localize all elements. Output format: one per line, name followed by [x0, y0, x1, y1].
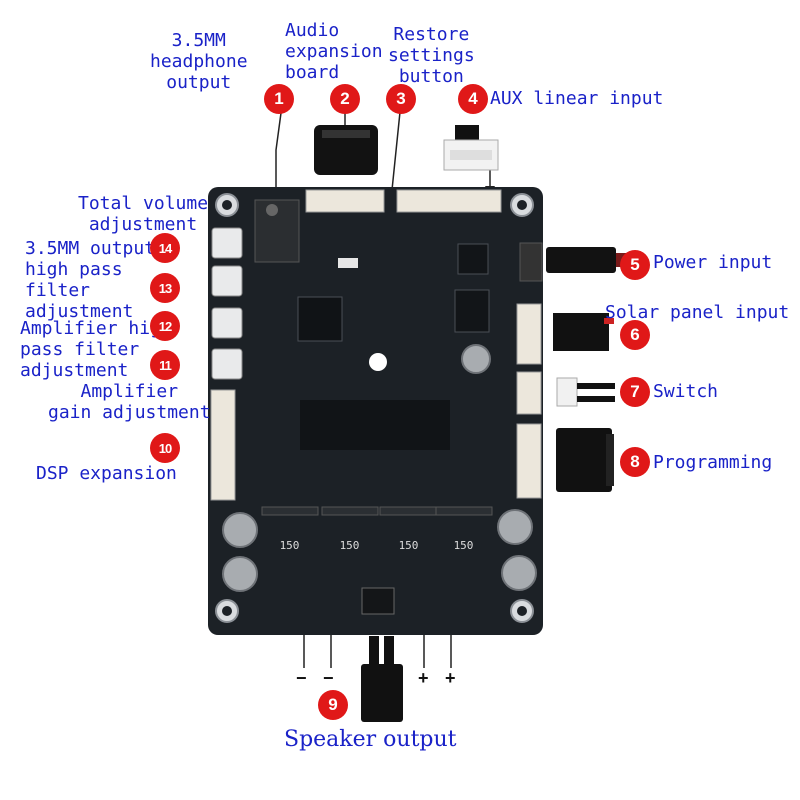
badge-1: 1: [264, 84, 294, 114]
speaker-plus-right: +: [445, 668, 456, 688]
badge-12: 12: [150, 311, 180, 341]
switch-connector: [556, 377, 615, 407]
power-connector: [546, 247, 630, 273]
badge-10: 10: [150, 433, 180, 463]
aux-connector: [443, 125, 499, 171]
label-headphone-output: 3.5MM headphone output: [150, 30, 248, 93]
label-power-input: Power input: [653, 252, 773, 273]
label-amplifier-high-pass-filter: Amplifier high pass filter adjustment: [20, 318, 172, 381]
badge-6: 6: [620, 320, 650, 350]
label-amplifier-gain-adjustment: Amplifier gain adjustment: [48, 381, 211, 423]
label-audio-expansion-board: Audio expansion board: [285, 20, 383, 83]
label-aux-linear-input: AUX linear input: [490, 88, 664, 109]
inductor-1-marking: 150: [279, 539, 300, 552]
speaker-minus-left: −: [296, 668, 307, 688]
speaker-connector: [361, 636, 403, 722]
label-total-volume-adjustment: Total volume adjustment: [78, 193, 209, 235]
inductor-3-marking: 150: [398, 539, 419, 552]
label-switch: Switch: [653, 381, 719, 402]
label-dsp-expansion: DSP expansion: [36, 463, 177, 484]
badge-7: 7: [620, 377, 650, 407]
badge-2: 2: [330, 84, 360, 114]
badge-3: 3: [386, 84, 416, 114]
label-output-high-pass-filter: 3.5MM output high pass filter adjustment: [25, 238, 156, 322]
solar-connector: [553, 313, 614, 351]
headphone-cable-connector: [314, 125, 378, 175]
speaker-plus-left: +: [418, 668, 429, 688]
badge-8: 8: [620, 447, 650, 477]
label-programming: Programming: [653, 452, 773, 473]
badge-5: 5: [620, 250, 650, 280]
programming-connector: [556, 428, 614, 492]
inductor-2-marking: 150: [339, 539, 360, 552]
badge-13: 13: [150, 273, 180, 303]
badge-9: 9: [318, 690, 348, 720]
label-speaker-output: Speaker output: [284, 727, 457, 752]
label-restore-settings-button: Restore settings button: [388, 24, 475, 87]
inductor-4-marking: 150: [453, 539, 474, 552]
speaker-minus-right: −: [323, 668, 334, 688]
badge-14: 14: [150, 233, 180, 263]
badge-4: 4: [458, 84, 488, 114]
badge-11: 11: [150, 350, 180, 380]
label-solar-panel-input: Solar panel input: [605, 302, 790, 323]
